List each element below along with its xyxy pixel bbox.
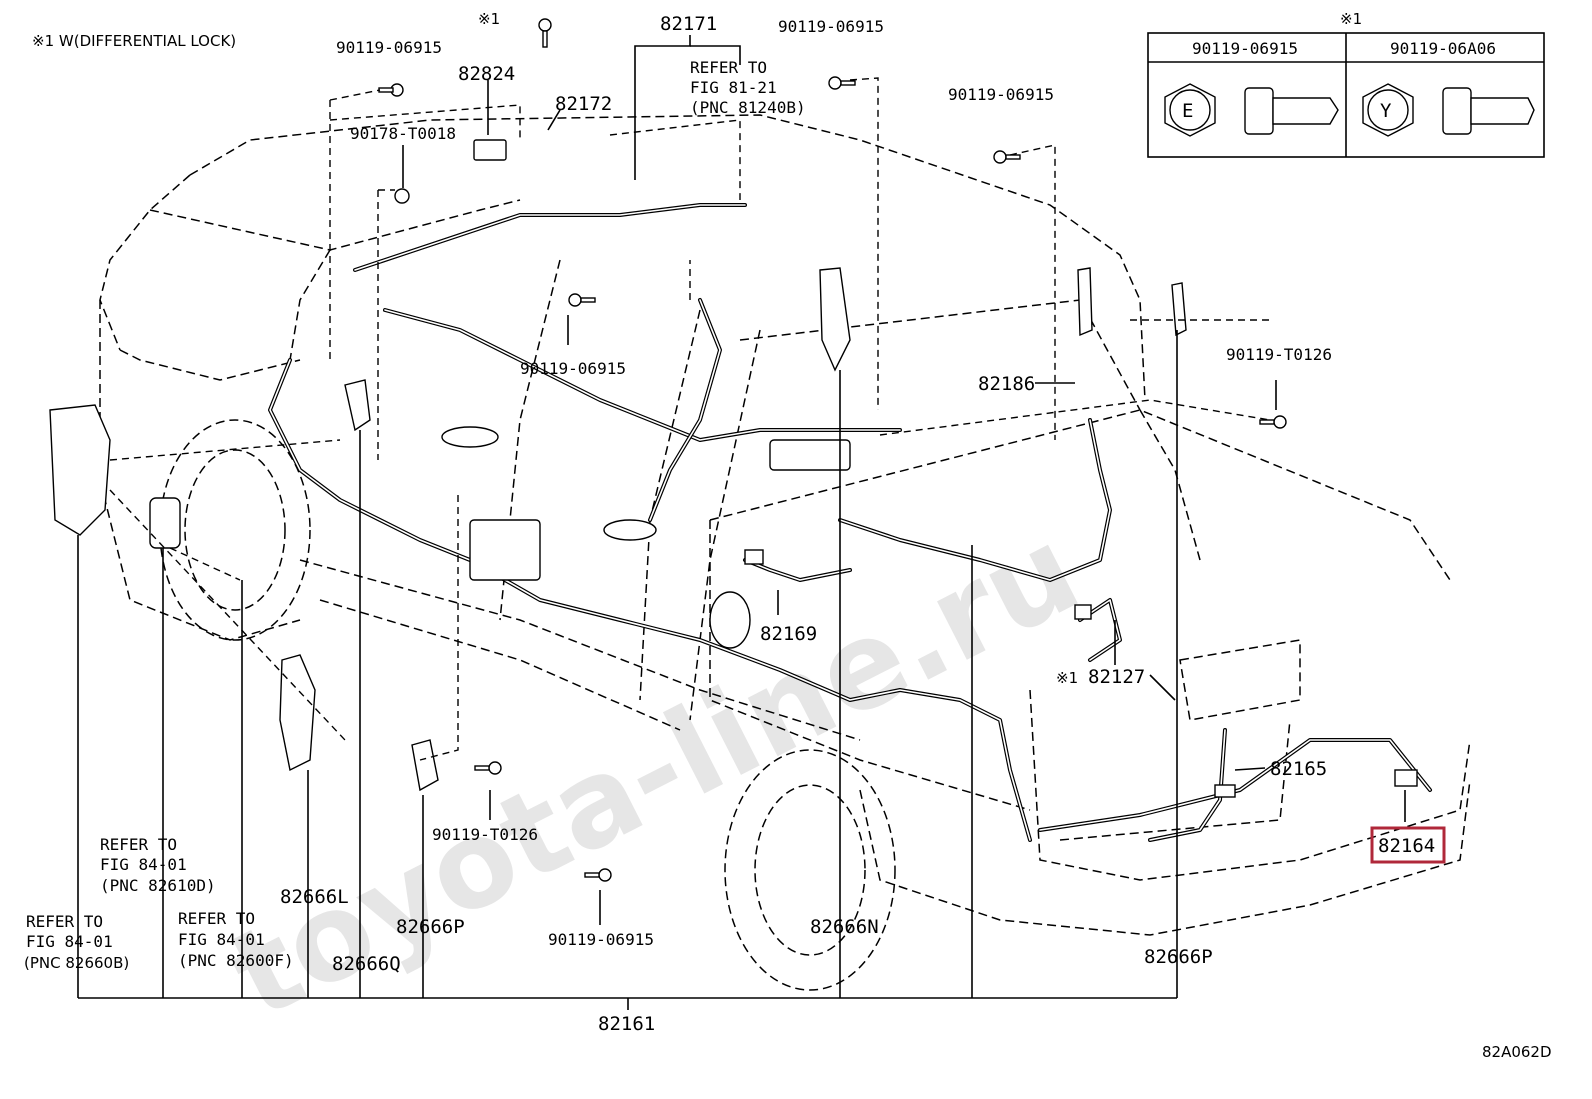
label-90119-06915-d: 90119-06915	[520, 359, 626, 378]
bolts	[378, 18, 1287, 882]
bolt-icon	[584, 868, 612, 882]
components	[49, 139, 1418, 798]
label-90119-06915-c: 90119-06915	[948, 85, 1054, 104]
label-ref-8401b-line2: FIG 84-01	[26, 932, 113, 951]
label-90119-06915-e: 90119-06915	[548, 930, 654, 949]
bolt-icon	[1259, 415, 1287, 429]
bolt-icon	[378, 83, 404, 97]
connector-82824	[473, 139, 507, 161]
label-90119-T0126-b: 90119-T0126	[432, 825, 538, 844]
label-ref-8401f-line1: REFER TO	[178, 909, 255, 928]
ecu-bracket-left	[49, 404, 111, 536]
label-ref-8401f-line3: (PNC 82600F)	[178, 951, 294, 970]
bolt-icon	[993, 150, 1021, 164]
vehicle-body-outline	[99, 114, 1471, 991]
label-82824: 82824	[458, 63, 515, 85]
legend-part-2: 90119-06A06	[1390, 39, 1496, 58]
legend-header: ※1	[1340, 10, 1362, 28]
label-90119-T0126-a: 90119-T0126	[1226, 345, 1332, 364]
label-82164[interactable]: 82164	[1378, 835, 1435, 857]
label-ref-8401d-line1: REFER TO	[100, 835, 177, 854]
label-82127: 82127	[1088, 666, 1145, 688]
grommet-center	[441, 426, 499, 448]
label-ref-8401d-line2: FIG 84-01	[100, 855, 187, 874]
label-ref-8121-line1: REFER TO	[690, 58, 767, 77]
connector-82610d	[149, 497, 181, 549]
label-82666L: 82666L	[280, 886, 349, 908]
differential-lock-note: ※1 W(DIFFERENTIAL LOCK)	[32, 32, 236, 50]
label-82165: 82165	[1270, 758, 1327, 780]
label-90119-06915-b: 90119-06915	[778, 17, 884, 36]
figure-code: 82A062D	[1482, 1043, 1552, 1061]
label-82666N: 82666N	[810, 916, 879, 938]
connector-82169	[744, 549, 764, 565]
bracket-82186	[1077, 267, 1093, 337]
label-90119-06915-a: 90119-06915	[336, 38, 442, 57]
label-ref-8401b-line3: (PNC 82660B)	[24, 954, 129, 972]
leader-lines	[77, 35, 1406, 1010]
bracket-82666N	[819, 267, 851, 372]
label-ref-8121-line3: (PNC 81240B)	[690, 98, 806, 117]
label-82172: 82172	[555, 93, 612, 115]
label-82666Q: 82666Q	[332, 953, 401, 975]
label-90178-T0018: 90178-T0018	[350, 124, 456, 143]
connector-82127	[1074, 604, 1092, 620]
part-labels: 82171 REFER TO FIG 81-21 (PNC 81240B) ※1…	[24, 10, 1446, 1035]
clip-82666P	[411, 739, 439, 792]
bolt-icon	[538, 18, 552, 48]
legend-marking-e: E	[1182, 100, 1193, 122]
junction-block	[469, 519, 541, 581]
label-ref-8401b-line1: REFER TO	[26, 912, 103, 931]
bracket-82666Q	[344, 379, 371, 432]
label-star1-top: ※1	[478, 10, 500, 28]
connector-82165	[1214, 784, 1236, 798]
label-ref-8121-line2: FIG 81-21	[690, 78, 777, 97]
connector-82164	[1394, 769, 1418, 787]
label-ref-8401f-line2: FIG 84-01	[178, 930, 265, 949]
legend-marking-y: Y	[1380, 100, 1392, 122]
sensor-82666P-right	[1171, 282, 1187, 337]
bolt-icon	[828, 76, 856, 90]
label-ref-8401d-line3: (PNC 82610D)	[100, 876, 216, 895]
highlight-82164	[1370, 826, 1446, 864]
label-star1-82127: ※1	[1056, 669, 1078, 687]
grommet-rear	[603, 519, 657, 541]
legend-part-1: 90119-06915	[1192, 39, 1298, 58]
grommet-90178	[394, 188, 410, 204]
label-82171: 82171	[660, 13, 717, 35]
label-82169: 82169	[760, 623, 817, 645]
fastener-legend: ※1 90119-06915 90119-06A06 E Y	[1147, 10, 1545, 158]
bolt-icon	[568, 293, 596, 307]
locator-lines	[109, 77, 1271, 761]
label-82161: 82161	[598, 1013, 655, 1035]
bracket-82666L	[279, 654, 316, 772]
console-box	[769, 439, 851, 471]
bolt-icon	[474, 761, 502, 775]
bolt-side-e-icon	[1244, 87, 1274, 135]
door-grommet	[709, 591, 751, 649]
label-82666P-a: 82666P	[396, 916, 465, 938]
bolt-side-y-icon	[1442, 87, 1472, 135]
label-82186: 82186	[978, 373, 1035, 395]
wire-harness-main	[268, 203, 1432, 842]
label-82666P-b: 82666P	[1144, 946, 1213, 968]
